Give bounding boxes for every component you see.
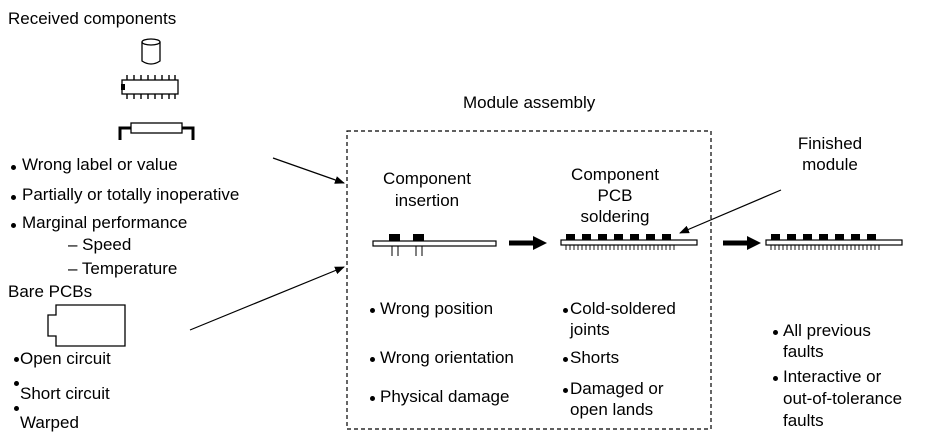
soldering-fault-1-line-2: joints (570, 320, 610, 339)
bullet (370, 308, 375, 313)
received-fault-2: Partially or totally inoperative (22, 185, 240, 204)
bullet (11, 223, 16, 228)
insertion-fault-1: Wrong position (380, 299, 494, 318)
soldering-fault-3-line-2: open lands (570, 400, 654, 419)
module-assembly-box (346, 130, 712, 430)
inserted-board-icon (372, 234, 497, 256)
received-fault-3: Marginal performance (22, 213, 188, 232)
soldering-label-line-1: Component (571, 165, 659, 184)
received-subfault-speed: – Speed (68, 235, 132, 254)
components-to-assembly-arrow (272, 157, 345, 184)
bullet (11, 195, 16, 200)
received-fault-1: Wrong label or value (22, 155, 178, 174)
insertion-label-line-1: Component (383, 169, 471, 188)
soldering-fault-2: Shorts (570, 348, 620, 367)
finished-fault-1-line-1: All previous (783, 321, 871, 340)
pcb-fault-3: Warped (20, 413, 79, 432)
soldering-label-line-3: soldering (580, 207, 650, 226)
bullet (563, 308, 568, 313)
finished-fault-2-line-2: out-of-tolerance (783, 389, 903, 408)
bullet (370, 357, 375, 362)
pcb-to-assembly-arrow (189, 266, 345, 331)
bullet (563, 357, 568, 362)
insertion-label-line-2: insertion (394, 191, 460, 210)
finished-fault-1-line-2: faults (783, 342, 824, 361)
module-assembly-title: Module assembly (463, 93, 596, 112)
finished-module-icon (765, 234, 903, 250)
bullet (370, 396, 375, 401)
finished-module-label-line-2: module (802, 155, 858, 174)
finished-fault-2-line-3: faults (783, 411, 824, 430)
ic-chip-icon (121, 75, 179, 99)
finished-module-label-line-1: Finished (797, 134, 863, 153)
soldered-board-icon (560, 234, 698, 250)
process-arrow (723, 236, 761, 250)
bullet (11, 165, 16, 170)
bullet (563, 388, 568, 393)
pcb-fault-2: Short circuit (20, 384, 110, 403)
process-arrow (509, 236, 547, 250)
finished-module-pointer-arrow (679, 189, 782, 234)
soldering-fault-3-line-1: Damaged or (570, 379, 664, 398)
bullet (773, 330, 778, 335)
bullet (773, 376, 778, 381)
received-subfault-temperature: – Temperature (68, 259, 178, 278)
bullet (14, 357, 19, 362)
insertion-fault-2: Wrong orientation (380, 348, 514, 367)
soldering-fault-1-line-1: Cold-soldered (570, 299, 676, 318)
bullet (14, 406, 19, 411)
bare-pcbs-title: Bare PCBs (8, 282, 93, 301)
bullet (14, 381, 19, 386)
soldering-label-line-2: PCB (597, 186, 633, 205)
pcb-fault-1: Open circuit (20, 349, 111, 368)
finished-fault-2-line-1: Interactive or (783, 367, 882, 386)
resistor-icon (118, 122, 195, 140)
received-components-title: Received components (8, 9, 177, 28)
capacitor-icon (141, 38, 161, 65)
bare-pcb-icon (47, 304, 126, 347)
insertion-fault-3: Physical damage (380, 387, 510, 406)
